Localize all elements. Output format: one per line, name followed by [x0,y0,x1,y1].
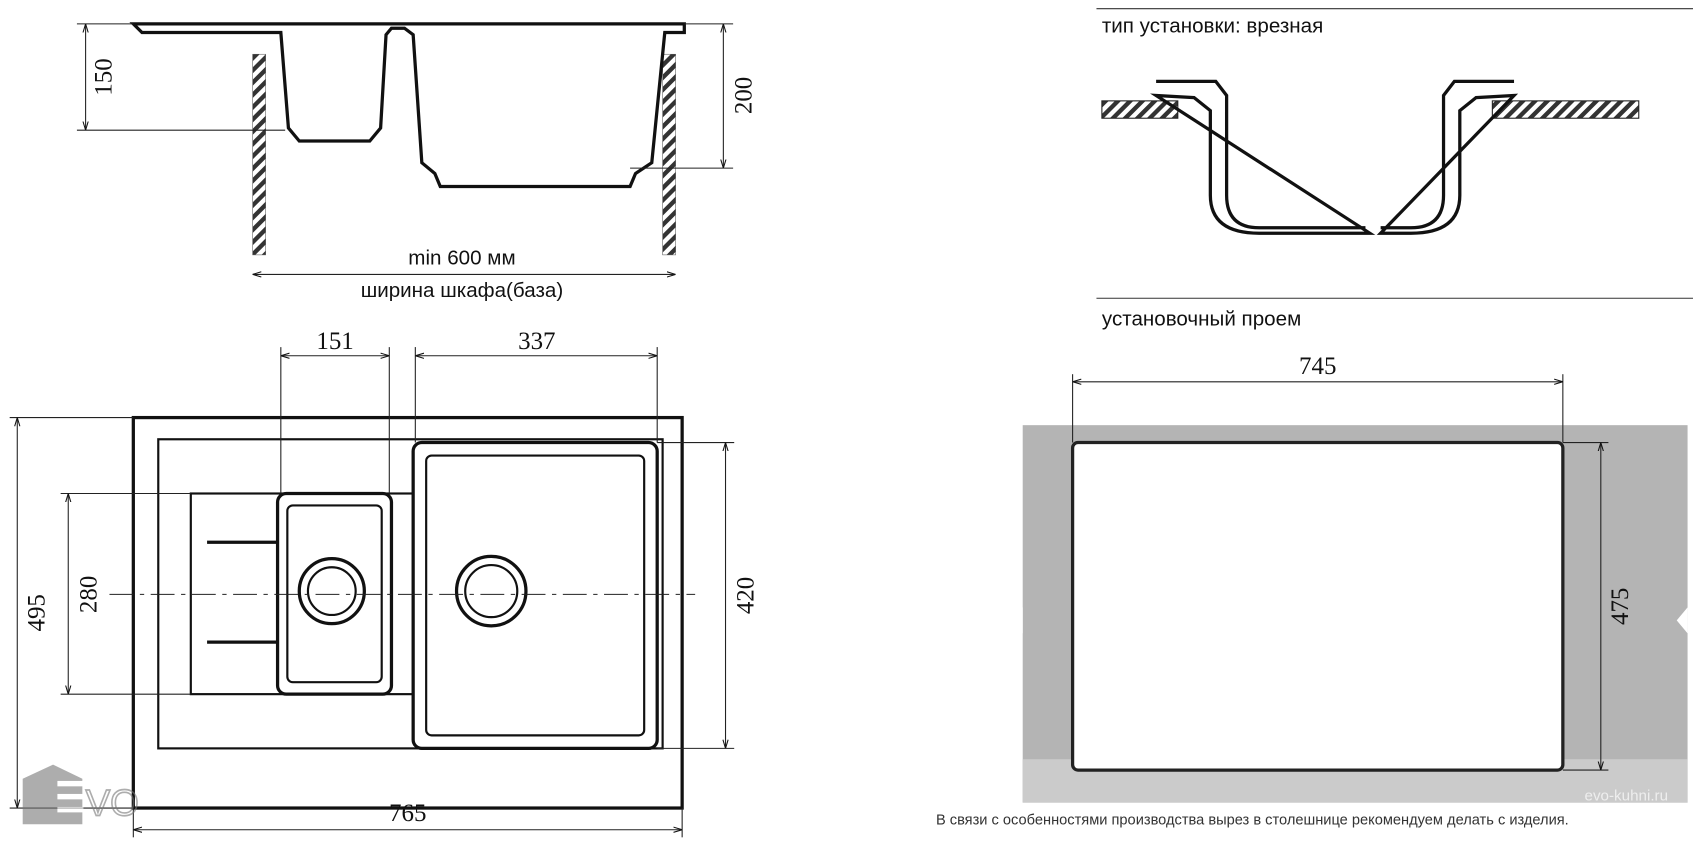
small-drain [297,556,366,626]
large-bowl [411,440,659,751]
cabinet-wall-left [252,53,266,256]
dim-745: 745 [1299,353,1336,380]
evo-logo: VO [22,764,140,824]
cutout-opening [1070,440,1565,772]
cutout-section: установочный проем 745 475 evo-kuhni.ru … [936,307,1688,828]
dim-765: 765 [389,800,426,827]
dim-151: 151 [316,328,353,355]
side-view: 150 200 min 600 мм ширина шкафа(база) [76,22,758,302]
large-drain [454,554,528,628]
sink-outline [131,415,684,810]
install-type-section: тип установки: врезная [1096,8,1693,299]
top-view: 151 337 495 280 420 765 [9,328,760,838]
dim-150: 150 [91,58,118,95]
min-width-label: min 600 мм [408,247,515,270]
cabinet-width-label: ширина шкафа(база) [361,279,564,302]
site-watermark: evo-kuhni.ru [1585,787,1669,804]
sink-profile [129,22,686,189]
install-profile-right [1376,79,1519,235]
dim-420: 420 [733,577,760,614]
cabinet-wall-right [662,53,676,256]
svg-text:VO: VO [86,783,139,824]
dim-337: 337 [518,328,555,355]
dim-495: 495 [23,594,50,631]
dim-475: 475 [1607,588,1634,625]
dim-280: 280 [75,576,102,613]
install-type-label: тип установки: врезная [1102,15,1323,38]
production-note: В связи с особенностями производства выр… [936,812,1569,828]
install-profile-left [1150,79,1376,235]
dim-200: 200 [731,77,758,114]
cutout-label: установочный проем [1102,307,1301,330]
